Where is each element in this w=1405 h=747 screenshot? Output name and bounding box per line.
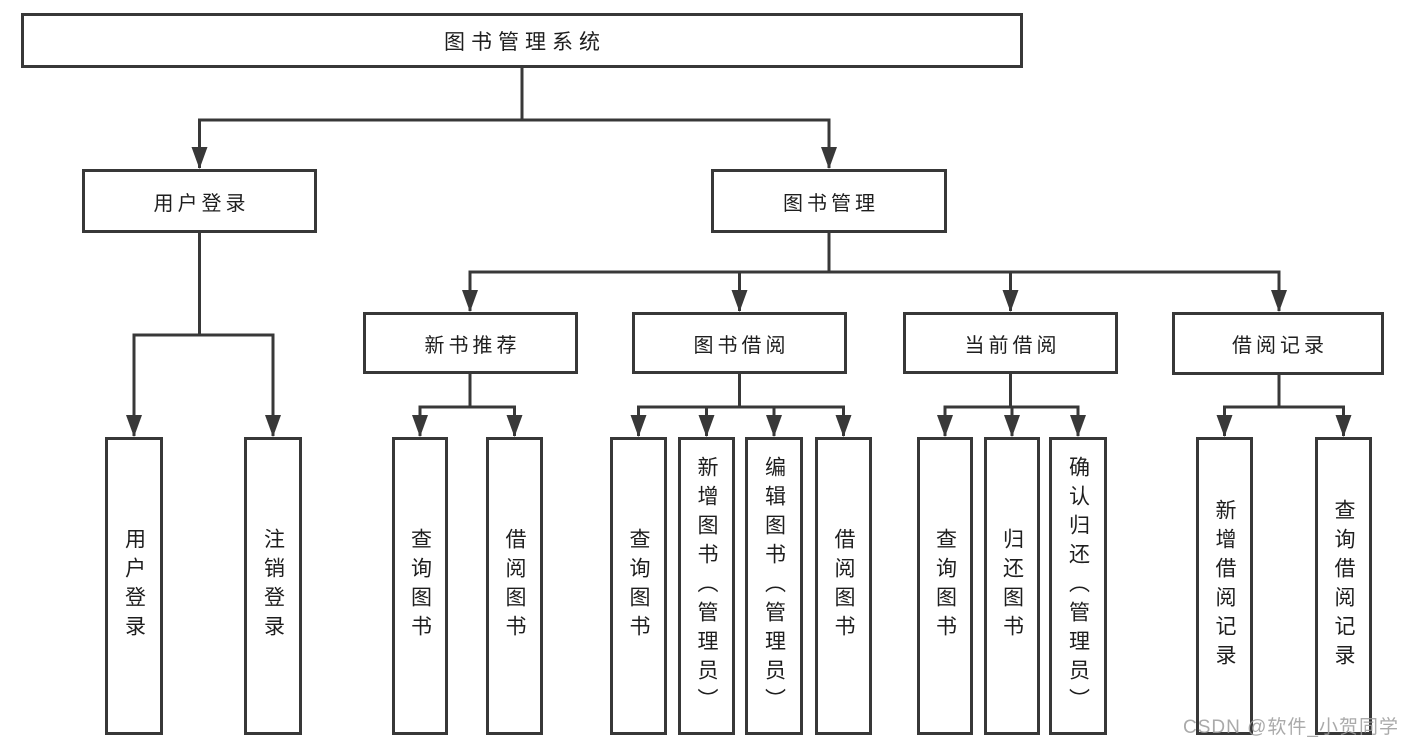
node-label: 借阅记录 xyxy=(1232,335,1328,357)
leaf-add-book-admin: 新增图书（管理员） xyxy=(678,437,735,735)
node-label: 查询借阅记录 xyxy=(1332,499,1355,673)
node-label: 图书借阅 xyxy=(693,334,790,357)
node-label: 查询图书 xyxy=(933,528,957,644)
node-label: 图书管理 xyxy=(783,192,879,215)
node-label: 确认归还（管理员） xyxy=(1066,455,1090,717)
node-label: 借阅图书 xyxy=(503,528,526,644)
node-book-management: 图书管理 xyxy=(711,169,947,233)
leaf-borrow-query-book: 查询图书 xyxy=(610,437,667,735)
node-new-book-recommend: 新书推荐 xyxy=(363,312,578,374)
leaf-recommend-borrow-book: 借阅图书 xyxy=(486,437,543,735)
leaf-user-login: 用户登录 xyxy=(105,437,163,735)
node-label: 用户登录 xyxy=(122,528,146,644)
leaf-current-query-book: 查询图书 xyxy=(917,437,973,735)
leaf-query-borrow-record: 查询借阅记录 xyxy=(1315,437,1372,735)
node-book-borrow: 图书借阅 xyxy=(632,312,847,374)
node-label: 新增借阅记录 xyxy=(1213,499,1236,673)
node-label: 新书推荐 xyxy=(424,334,521,357)
node-label: 查询图书 xyxy=(408,528,432,644)
leaf-edit-book-admin: 编辑图书（管理员） xyxy=(745,437,803,735)
node-label: 注销登录 xyxy=(261,528,285,644)
node-label: 新增图书（管理员） xyxy=(695,455,718,717)
node-label: 当前借阅 xyxy=(964,334,1061,357)
node-label: 用户登录 xyxy=(153,192,250,215)
node-system-root: 图书管理系统 xyxy=(21,13,1023,68)
node-borrow-records: 借阅记录 xyxy=(1172,312,1384,375)
csdn-watermark: CSDN @软件_小贺同学 xyxy=(1183,717,1399,738)
leaf-add-borrow-record: 新增借阅记录 xyxy=(1196,437,1253,735)
node-label: 图书管理系统 xyxy=(444,30,606,54)
leaf-recommend-query-book: 查询图书 xyxy=(392,437,448,735)
node-label: 归还图书 xyxy=(1000,528,1024,644)
leaf-return-book: 归还图书 xyxy=(984,437,1040,735)
node-label: 借阅图书 xyxy=(832,528,855,644)
node-current-borrow: 当前借阅 xyxy=(903,312,1118,374)
node-user-login: 用户登录 xyxy=(82,169,317,233)
node-label: 查询图书 xyxy=(627,528,650,644)
node-label: 编辑图书（管理员） xyxy=(762,455,786,717)
leaf-borrow-book: 借阅图书 xyxy=(815,437,872,735)
leaf-logout: 注销登录 xyxy=(244,437,302,735)
leaf-confirm-return-admin: 确认归还（管理员） xyxy=(1049,437,1107,735)
